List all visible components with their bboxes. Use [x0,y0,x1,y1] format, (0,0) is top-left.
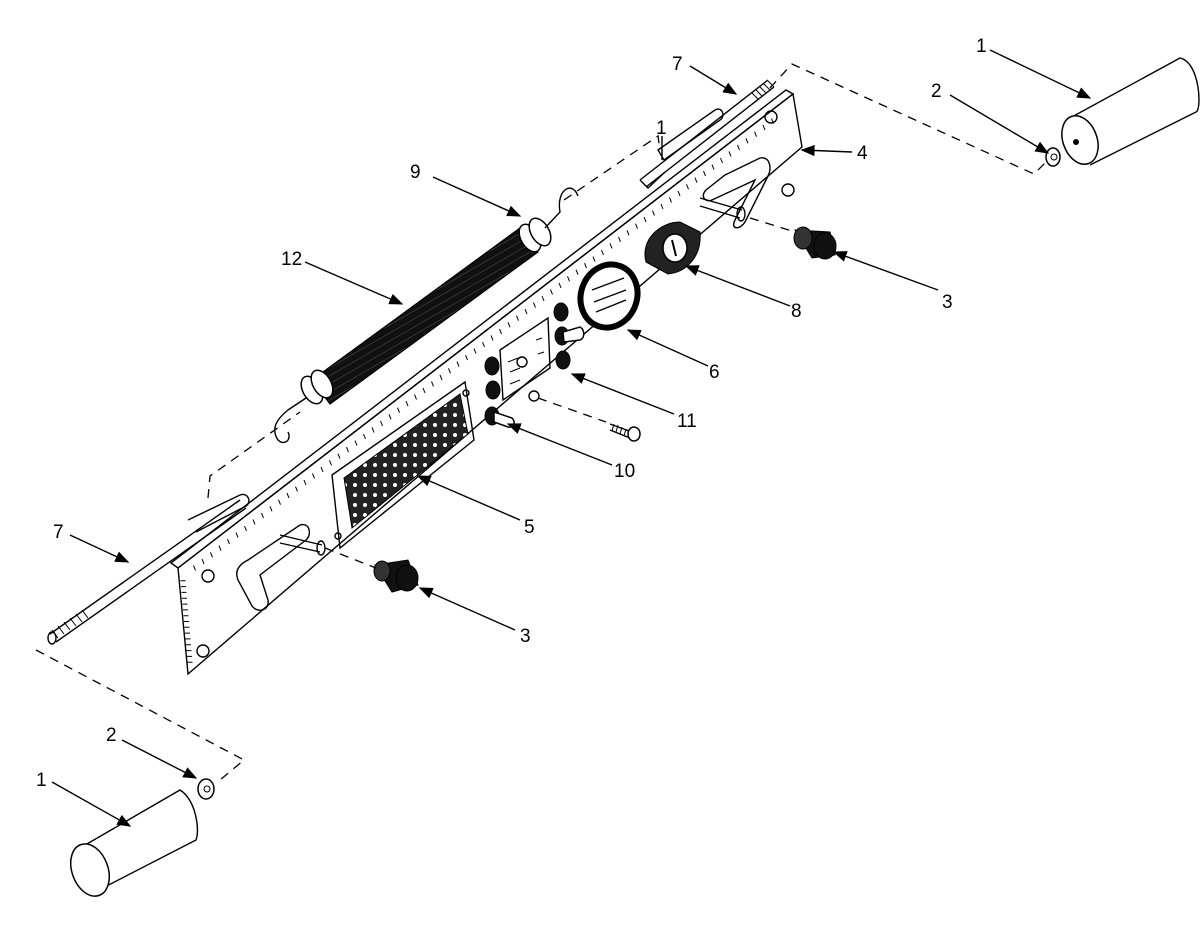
lock [644,221,701,275]
knob-right [793,226,837,260]
callout-spring-end: 9 [410,162,421,183]
handle-left [69,789,199,897]
nut-left [197,778,215,800]
callout-rod-hook-ref: 1 [656,118,667,139]
callout-nut-left: 2 [106,725,117,746]
toggle-switches [484,326,585,428]
nut-right [1045,147,1061,167]
callout-handle-right: 1 [976,36,987,57]
indicator-lamps [484,302,571,400]
spring-assembly [274,187,579,444]
callout-knob-left: 3 [520,626,531,647]
knob-left [373,559,419,593]
callout-lock: 8 [791,301,802,322]
callout-toggle-switch: 10 [614,461,635,482]
gauge [577,261,641,331]
callout-spring-body: 12 [281,249,302,270]
front-panel [169,89,803,676]
callout-leaders [51,49,1092,827]
callout-indicator-lamp: 11 [677,411,697,432]
label-plate [499,316,551,402]
handle-right [1061,57,1200,166]
rod-top [639,79,775,222]
callout-nut-right: 2 [931,81,942,102]
callout-labels: 1 2 7 4 1 9 3 12 8 6 11 10 5 7 3 2 1 [36,36,987,791]
callout-rod-top: 7 [672,54,683,75]
screw [609,423,641,442]
callout-gauge: 6 [709,362,720,383]
vent-grille [331,380,475,550]
callout-rod-bottom: 7 [53,522,64,543]
callout-vent-grille: 5 [524,517,535,538]
callout-knob-right: 3 [942,292,953,313]
rod-bottom [47,493,326,645]
callout-panel: 4 [857,143,868,164]
alignment-lines [35,63,1049,781]
callout-handle-left: 1 [36,770,47,791]
